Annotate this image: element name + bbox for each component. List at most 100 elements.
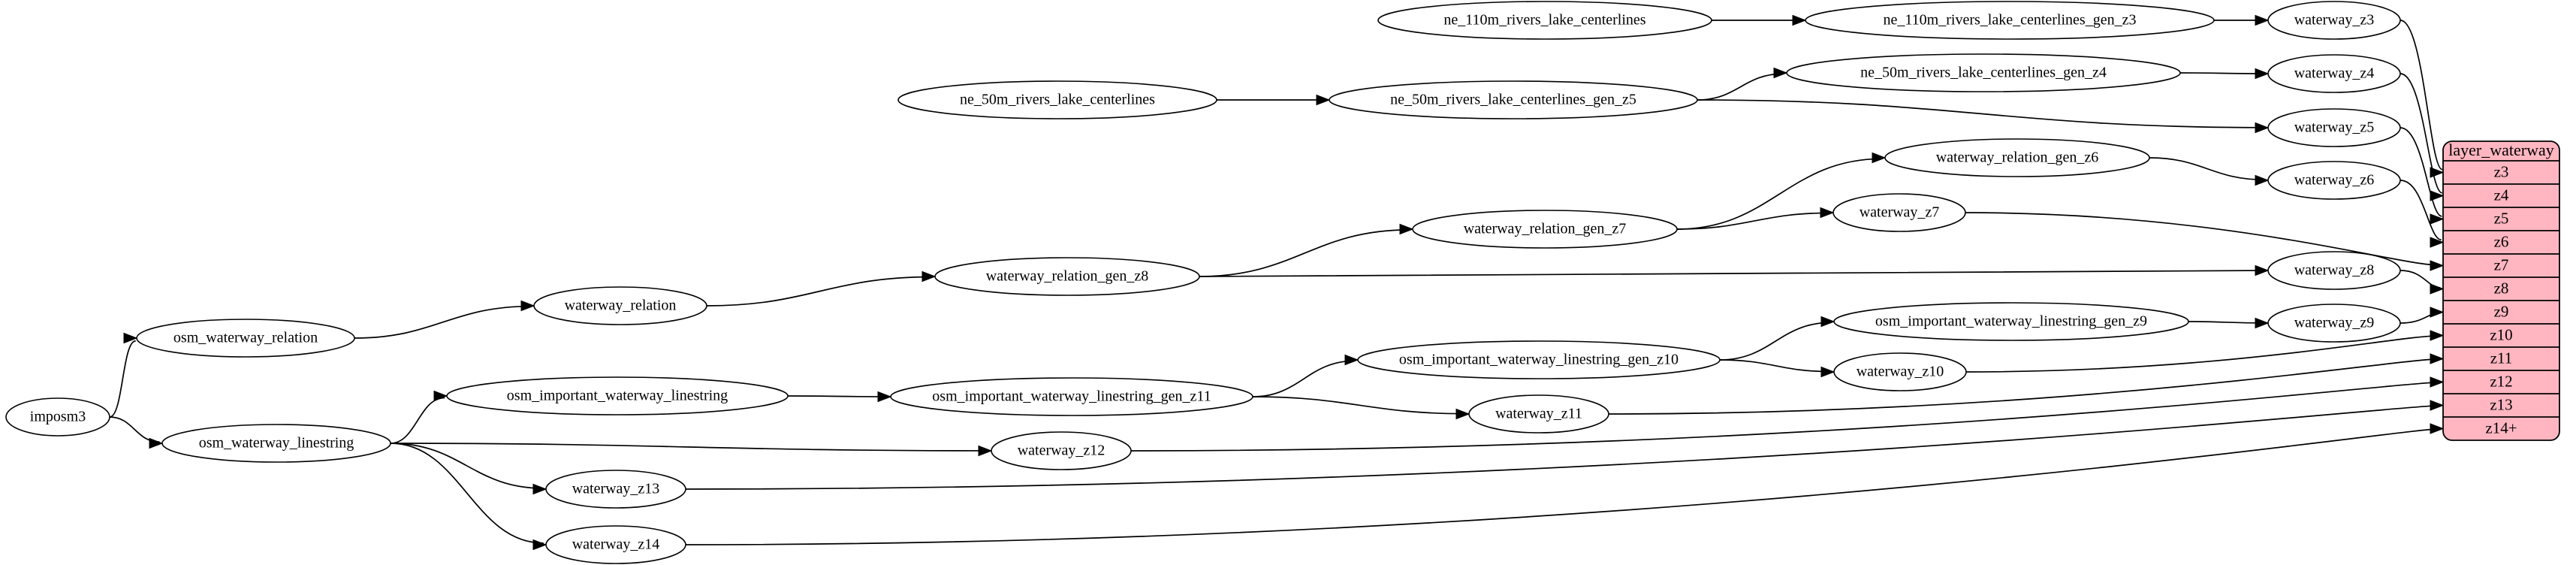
layer-table-shell — [2442, 140, 2560, 441]
node-label: ne_50m_rivers_lake_centerlines_gen_z4 — [1860, 65, 2107, 81]
edge-arrowhead — [2430, 400, 2445, 411]
node-label: waterway_relation_gen_z7 — [1464, 221, 1627, 237]
node-waterway_relation[interactable]: waterway_relation — [533, 286, 707, 325]
node-ne_110m_rivers_lake_centerlines_gen_z3[interactable]: ne_110m_rivers_lake_centerlines_gen_z3 — [1805, 1, 2215, 40]
node-ellipse — [2267, 161, 2401, 200]
edge-arrowhead — [1344, 354, 1359, 366]
edge-osm_waterway_relation-to-waterway_relation — [354, 305, 532, 339]
node-label: waterway_z7 — [1860, 204, 1940, 221]
node-label: osm_waterway_relation — [173, 330, 318, 346]
edge-arrowhead — [2255, 68, 2270, 80]
node-waterway_z14[interactable]: waterway_z14 — [545, 525, 686, 564]
edge-osm_important_waterway_linestring_gen_z9-to-waterway_z9 — [2188, 321, 2266, 324]
layer-table-cell-label: z10 — [2490, 325, 2512, 343]
layer-table-cell-label: z4 — [2494, 186, 2509, 204]
node-waterway_z12[interactable]: waterway_z12 — [991, 431, 1132, 470]
node-label: ne_50m_rivers_lake_centerlines_gen_z5 — [1390, 92, 1636, 108]
node-ellipse — [2267, 251, 2401, 290]
edge-waterway_relation_gen_z6-to-waterway_z6 — [2149, 157, 2266, 181]
node-ne_50m_rivers_lake_centerlines_gen_z5[interactable]: ne_50m_rivers_lake_centerlines_gen_z5 — [1329, 80, 1698, 119]
edge-arrowhead — [2430, 307, 2445, 318]
node-label: osm_waterway_linestring — [199, 435, 354, 452]
node-ellipse — [1833, 302, 2189, 341]
edge-waterway_z10-to-layer_z10 — [1965, 334, 2441, 373]
edge-ne_50m_rivers_lake_centerlines_gen_z4-to-waterway_z4 — [2179, 72, 2266, 74]
node-waterway_z5[interactable]: waterway_z5 — [2267, 108, 2401, 147]
node-waterway_relation_gen_z6[interactable]: waterway_relation_gen_z6 — [1884, 138, 2150, 177]
node-osm_important_waterway_linestring_gen_z10[interactable]: osm_important_waterway_linestring_gen_z1… — [1357, 340, 1721, 379]
node-ellipse — [1357, 340, 1721, 379]
node-ellipse — [136, 319, 355, 358]
node-osm_waterway_relation[interactable]: osm_waterway_relation — [136, 319, 355, 358]
edge-waterway_relation-to-waterway_relation_gen_z8 — [706, 276, 933, 307]
edge-waterway_z14-to-layer_z14+ — [685, 428, 2441, 545]
node-osm_waterway_linestring[interactable]: osm_waterway_linestring — [161, 424, 391, 463]
node-imposm3[interactable]: imposm3 — [5, 397, 110, 437]
node-waterway_z13[interactable]: waterway_z13 — [545, 470, 686, 509]
node-ellipse — [1805, 1, 2215, 40]
edge-imposm3-to-osm_waterway_linestring — [109, 416, 160, 443]
node-label: waterway_z13 — [572, 481, 660, 497]
node-ellipse — [1833, 352, 1967, 391]
node-ellipse — [2267, 1, 2401, 40]
node-ellipse — [991, 431, 1132, 470]
node-waterway_relation_gen_z8[interactable]: waterway_relation_gen_z8 — [934, 257, 1200, 296]
edge-arrowhead — [1399, 223, 1414, 235]
edge-layer — [109, 14, 2445, 551]
node-waterway_relation_gen_z7[interactable]: waterway_relation_gen_z7 — [1412, 210, 1678, 249]
node-ne_50m_rivers_lake_centerlines[interactable]: ne_50m_rivers_lake_centerlines — [897, 80, 1217, 119]
edge-arrowhead — [2430, 190, 2445, 201]
layer-table-cell-label: z14+ — [2485, 418, 2517, 437]
node-waterway_z10[interactable]: waterway_z10 — [1833, 352, 1967, 391]
node-osm_important_waterway_linestring_gen_z11[interactable]: osm_important_waterway_linestring_gen_z1… — [890, 377, 1253, 416]
node-label: waterway_relation_gen_z6 — [1936, 150, 2099, 166]
node-ne_110m_rivers_lake_centerlines[interactable]: ne_110m_rivers_lake_centerlines — [1377, 1, 1712, 40]
node-label: waterway_z5 — [2294, 119, 2375, 136]
edge-osm_important_waterway_linestring_gen_z11-to-osm_important_waterway_linestring_gen_z10 — [1252, 360, 1356, 397]
node-ellipse — [1412, 210, 1678, 249]
layer-table-title: layer_waterway — [2448, 140, 2553, 159]
edge-arrowhead — [2255, 174, 2270, 186]
layer-table-cell-label: z8 — [2494, 279, 2509, 297]
node-waterway_z7[interactable]: waterway_z7 — [1832, 193, 1966, 232]
edge-ne_50m_rivers_lake_centerlines_gen_z5-to-ne_50m_rivers_lake_centerlines_gen_z4 — [1697, 73, 1784, 101]
layer-table-cell-label: z11 — [2490, 349, 2513, 367]
node-ne_50m_rivers_lake_centerlines_gen_z4[interactable]: ne_50m_rivers_lake_centerlines_gen_z4 — [1786, 53, 2181, 92]
node-waterway_z3[interactable]: waterway_z3 — [2267, 1, 2401, 40]
node-ellipse — [1468, 394, 1609, 434]
edge-arrowhead — [2430, 353, 2445, 364]
edge-arrowhead — [1773, 67, 1788, 79]
node-label: waterway_z8 — [2294, 262, 2375, 279]
layer-waterway-table: layer_waterwayz3z4z5z6z7z8z9z10z11z12z13… — [2442, 140, 2560, 441]
node-label: ne_110m_rivers_lake_centerlines — [1443, 12, 1645, 29]
node-waterway_z6[interactable]: waterway_z6 — [2267, 161, 2401, 200]
node-ellipse — [2267, 108, 2401, 147]
node-label: waterway_relation — [565, 298, 677, 314]
node-waterway_z9[interactable]: waterway_z9 — [2267, 304, 2401, 343]
edge-arrowhead — [978, 445, 993, 457]
node-label: waterway_z12 — [1018, 443, 1106, 459]
node-label: osm_important_waterway_linestring_gen_z1… — [1399, 352, 1679, 368]
node-osm_important_waterway_linestring_gen_z9[interactable]: osm_important_waterway_linestring_gen_z9 — [1833, 302, 2189, 341]
edge-arrowhead — [2430, 283, 2445, 295]
node-osm_important_waterway_linestring[interactable]: osm_important_waterway_linestring — [446, 376, 789, 415]
node-waterway_z11[interactable]: waterway_z11 — [1468, 394, 1609, 434]
edge-waterway_relation_gen_z8-to-waterway_relation_gen_z7 — [1199, 229, 1410, 277]
edge-arrowhead — [532, 483, 547, 495]
node-waterway_z4[interactable]: waterway_z4 — [2267, 54, 2401, 93]
node-waterway_z8[interactable]: waterway_z8 — [2267, 251, 2401, 290]
edge-arrowhead — [2430, 376, 2445, 388]
edge-arrowhead — [1455, 408, 1470, 420]
edge-waterway_z3-to-layer_z3 — [2400, 20, 2443, 171]
node-ellipse — [446, 376, 789, 415]
edge-arrowhead — [2430, 330, 2445, 341]
edge-arrowhead — [1316, 94, 1331, 106]
node-label: ne_110m_rivers_lake_centerlines_gen_z3 — [1884, 12, 2137, 29]
layer-table-cell-label: z3 — [2494, 162, 2509, 180]
layer-table-cell-label: z5 — [2494, 209, 2509, 227]
edge-arrowhead — [2255, 317, 2270, 329]
edge-waterway_z7-to-layer_z7 — [1965, 212, 2441, 266]
layer-table-cell-label: z6 — [2494, 232, 2509, 250]
